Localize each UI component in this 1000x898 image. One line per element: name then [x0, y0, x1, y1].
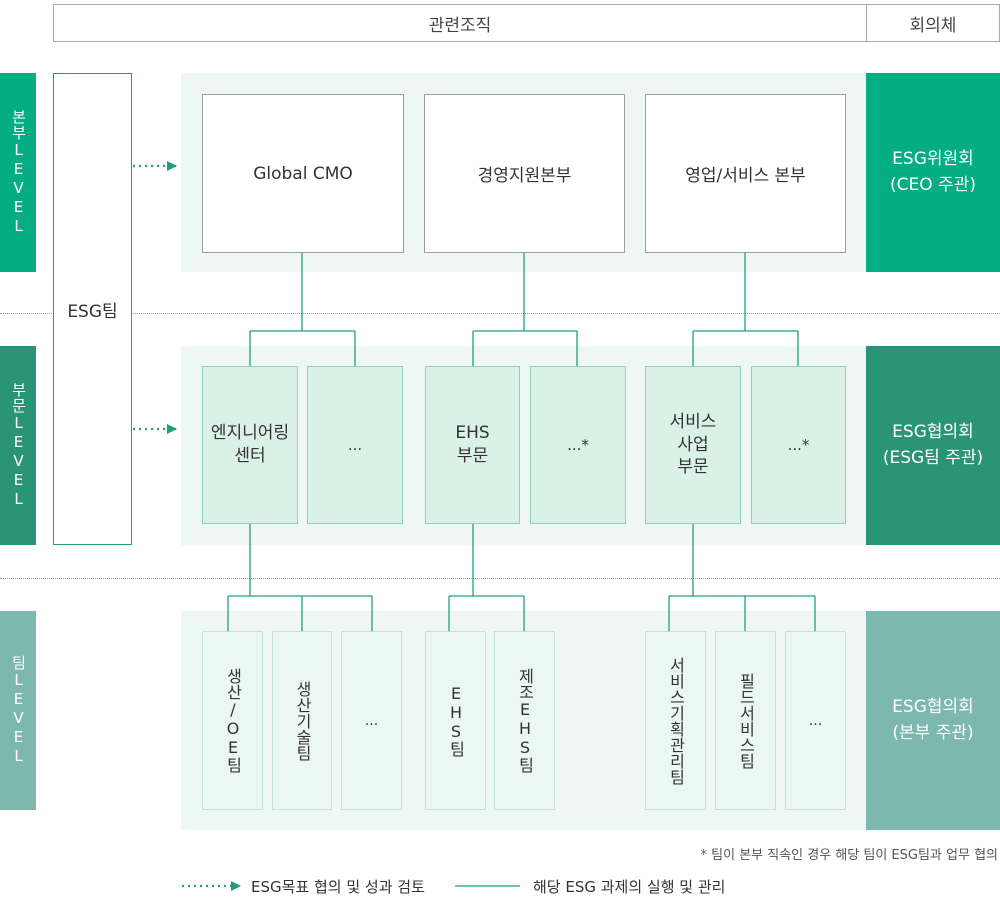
- council-hq: ESG위원회 (CEO 주관): [866, 73, 1000, 272]
- div-unit-service-business: 서비스 사업 부문: [645, 366, 741, 524]
- hq-unit-sales-service: 영업/서비스 본부: [645, 94, 846, 253]
- team-unit-etc-2: ...: [785, 631, 846, 810]
- hq-unit-management-support: 경영지원본부: [424, 94, 625, 253]
- div-unit-ehs: EHS 부문: [425, 366, 520, 524]
- team-unit-manufacturing-ehs: 제조EHS팀: [494, 631, 555, 810]
- separator-div-team: [0, 578, 1000, 579]
- legend-solid-label: 해당 ESG 과제의 실행 및 관리: [533, 878, 726, 896]
- legend-dotted-label: ESG목표 협의 및 성과 검토: [251, 878, 425, 896]
- level-tab-hq: 본부LEVEL: [0, 73, 36, 272]
- level-tab-division: 부문LEVEL: [0, 346, 36, 545]
- council-hq-label: ESG위원회 (CEO 주관): [890, 149, 976, 195]
- div-unit-etc-3: ...*: [751, 366, 846, 524]
- level-tab-team-label: 팀LEVEL: [9, 655, 28, 766]
- header-related-org-label: 관련조직: [428, 15, 492, 36]
- team-unit-ehs: EHS팀: [425, 631, 486, 810]
- esg-team-box: ESG팀: [53, 73, 132, 545]
- team-unit-service-planning: 서비스기획관리팀: [645, 631, 706, 810]
- council-team-label: ESG협의회 (본부 주관): [892, 697, 974, 743]
- level-tab-team: 팀LEVEL: [0, 611, 36, 810]
- council-division: ESG협의회 (ESG팀 주관): [866, 346, 1000, 545]
- team-unit-etc-1: ...: [341, 631, 402, 810]
- div-unit-etc-2: ...*: [530, 366, 626, 524]
- header-council-label: 회의체: [909, 15, 957, 36]
- footnote: * 팀이 본부 직속인 경우 해당 팀이 ESG팀과 업무 협의: [700, 848, 998, 863]
- level-tab-hq-label: 본부LEVEL: [9, 109, 28, 236]
- council-team: ESG협의회 (본부 주관): [866, 611, 1000, 830]
- separator-hq-div: [0, 313, 1000, 314]
- team-unit-production-oe: 생산/OE팀: [202, 631, 263, 810]
- hq-unit-global-cmo: Global CMO: [202, 94, 404, 253]
- council-division-label: ESG협의회 (ESG팀 주관): [882, 422, 984, 468]
- div-unit-etc-1: ...: [307, 366, 403, 524]
- team-unit-production-tech: 생산기술팀: [272, 631, 332, 810]
- esg-team-label: ESG팀: [67, 301, 118, 322]
- team-unit-field-service: 필드서비스팀: [715, 631, 776, 810]
- div-unit-engineering-center: 엔지니어링 센터: [202, 366, 298, 524]
- level-tab-division-label: 부문LEVEL: [9, 382, 28, 509]
